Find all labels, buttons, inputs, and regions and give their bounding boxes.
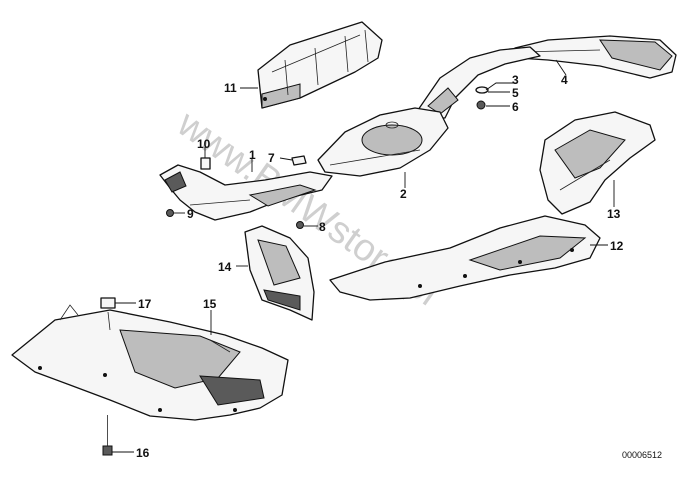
part-1-bracket[interactable] — [159, 164, 333, 221]
part-14-panel[interactable] — [244, 225, 315, 321]
fastener-7-clip[interactable] — [291, 155, 307, 166]
callout-9: 9 — [187, 207, 194, 221]
callout-3: 3 — [512, 73, 519, 87]
part-13-side-shield[interactable] — [539, 111, 656, 215]
callout-10: 10 — [197, 137, 211, 151]
callout-15: 15 — [203, 297, 217, 311]
callout-11: 11 — [224, 81, 237, 95]
callout-7: 7 — [268, 151, 275, 165]
fastener-8-screw[interactable] — [296, 221, 304, 229]
fastener-17-nut[interactable] — [100, 297, 116, 309]
fastener-6-nut[interactable] — [476, 100, 486, 110]
callout-12: 12 — [610, 239, 624, 253]
fastener-16-screw[interactable] — [102, 415, 113, 456]
callout-2: 2 — [400, 187, 407, 201]
fastener-10-nut[interactable] — [200, 157, 211, 170]
fastener-5-washer[interactable] — [475, 86, 489, 94]
callout-1: 1 — [249, 148, 256, 162]
part-15-underbody-shield[interactable] — [11, 304, 289, 421]
callout-17: 17 — [138, 297, 152, 311]
part-4-tunnel-cover[interactable] — [514, 35, 677, 79]
callout-14: 14 — [218, 260, 232, 274]
callout-8: 8 — [319, 220, 326, 234]
fastener-9-screw[interactable] — [166, 209, 174, 217]
part-12-underbody-panel[interactable] — [329, 215, 601, 301]
callout-16: 16 — [136, 446, 150, 460]
callout-4: 4 — [561, 73, 568, 87]
callout-5: 5 — [512, 86, 519, 100]
part-11-heat-shield[interactable] — [257, 21, 383, 109]
reference-number: 00006512 — [622, 450, 662, 460]
part-2-center-shield[interactable] — [317, 107, 449, 177]
callout-6: 6 — [512, 100, 519, 114]
leader-lines — [112, 59, 615, 453]
callout-13: 13 — [607, 207, 621, 221]
